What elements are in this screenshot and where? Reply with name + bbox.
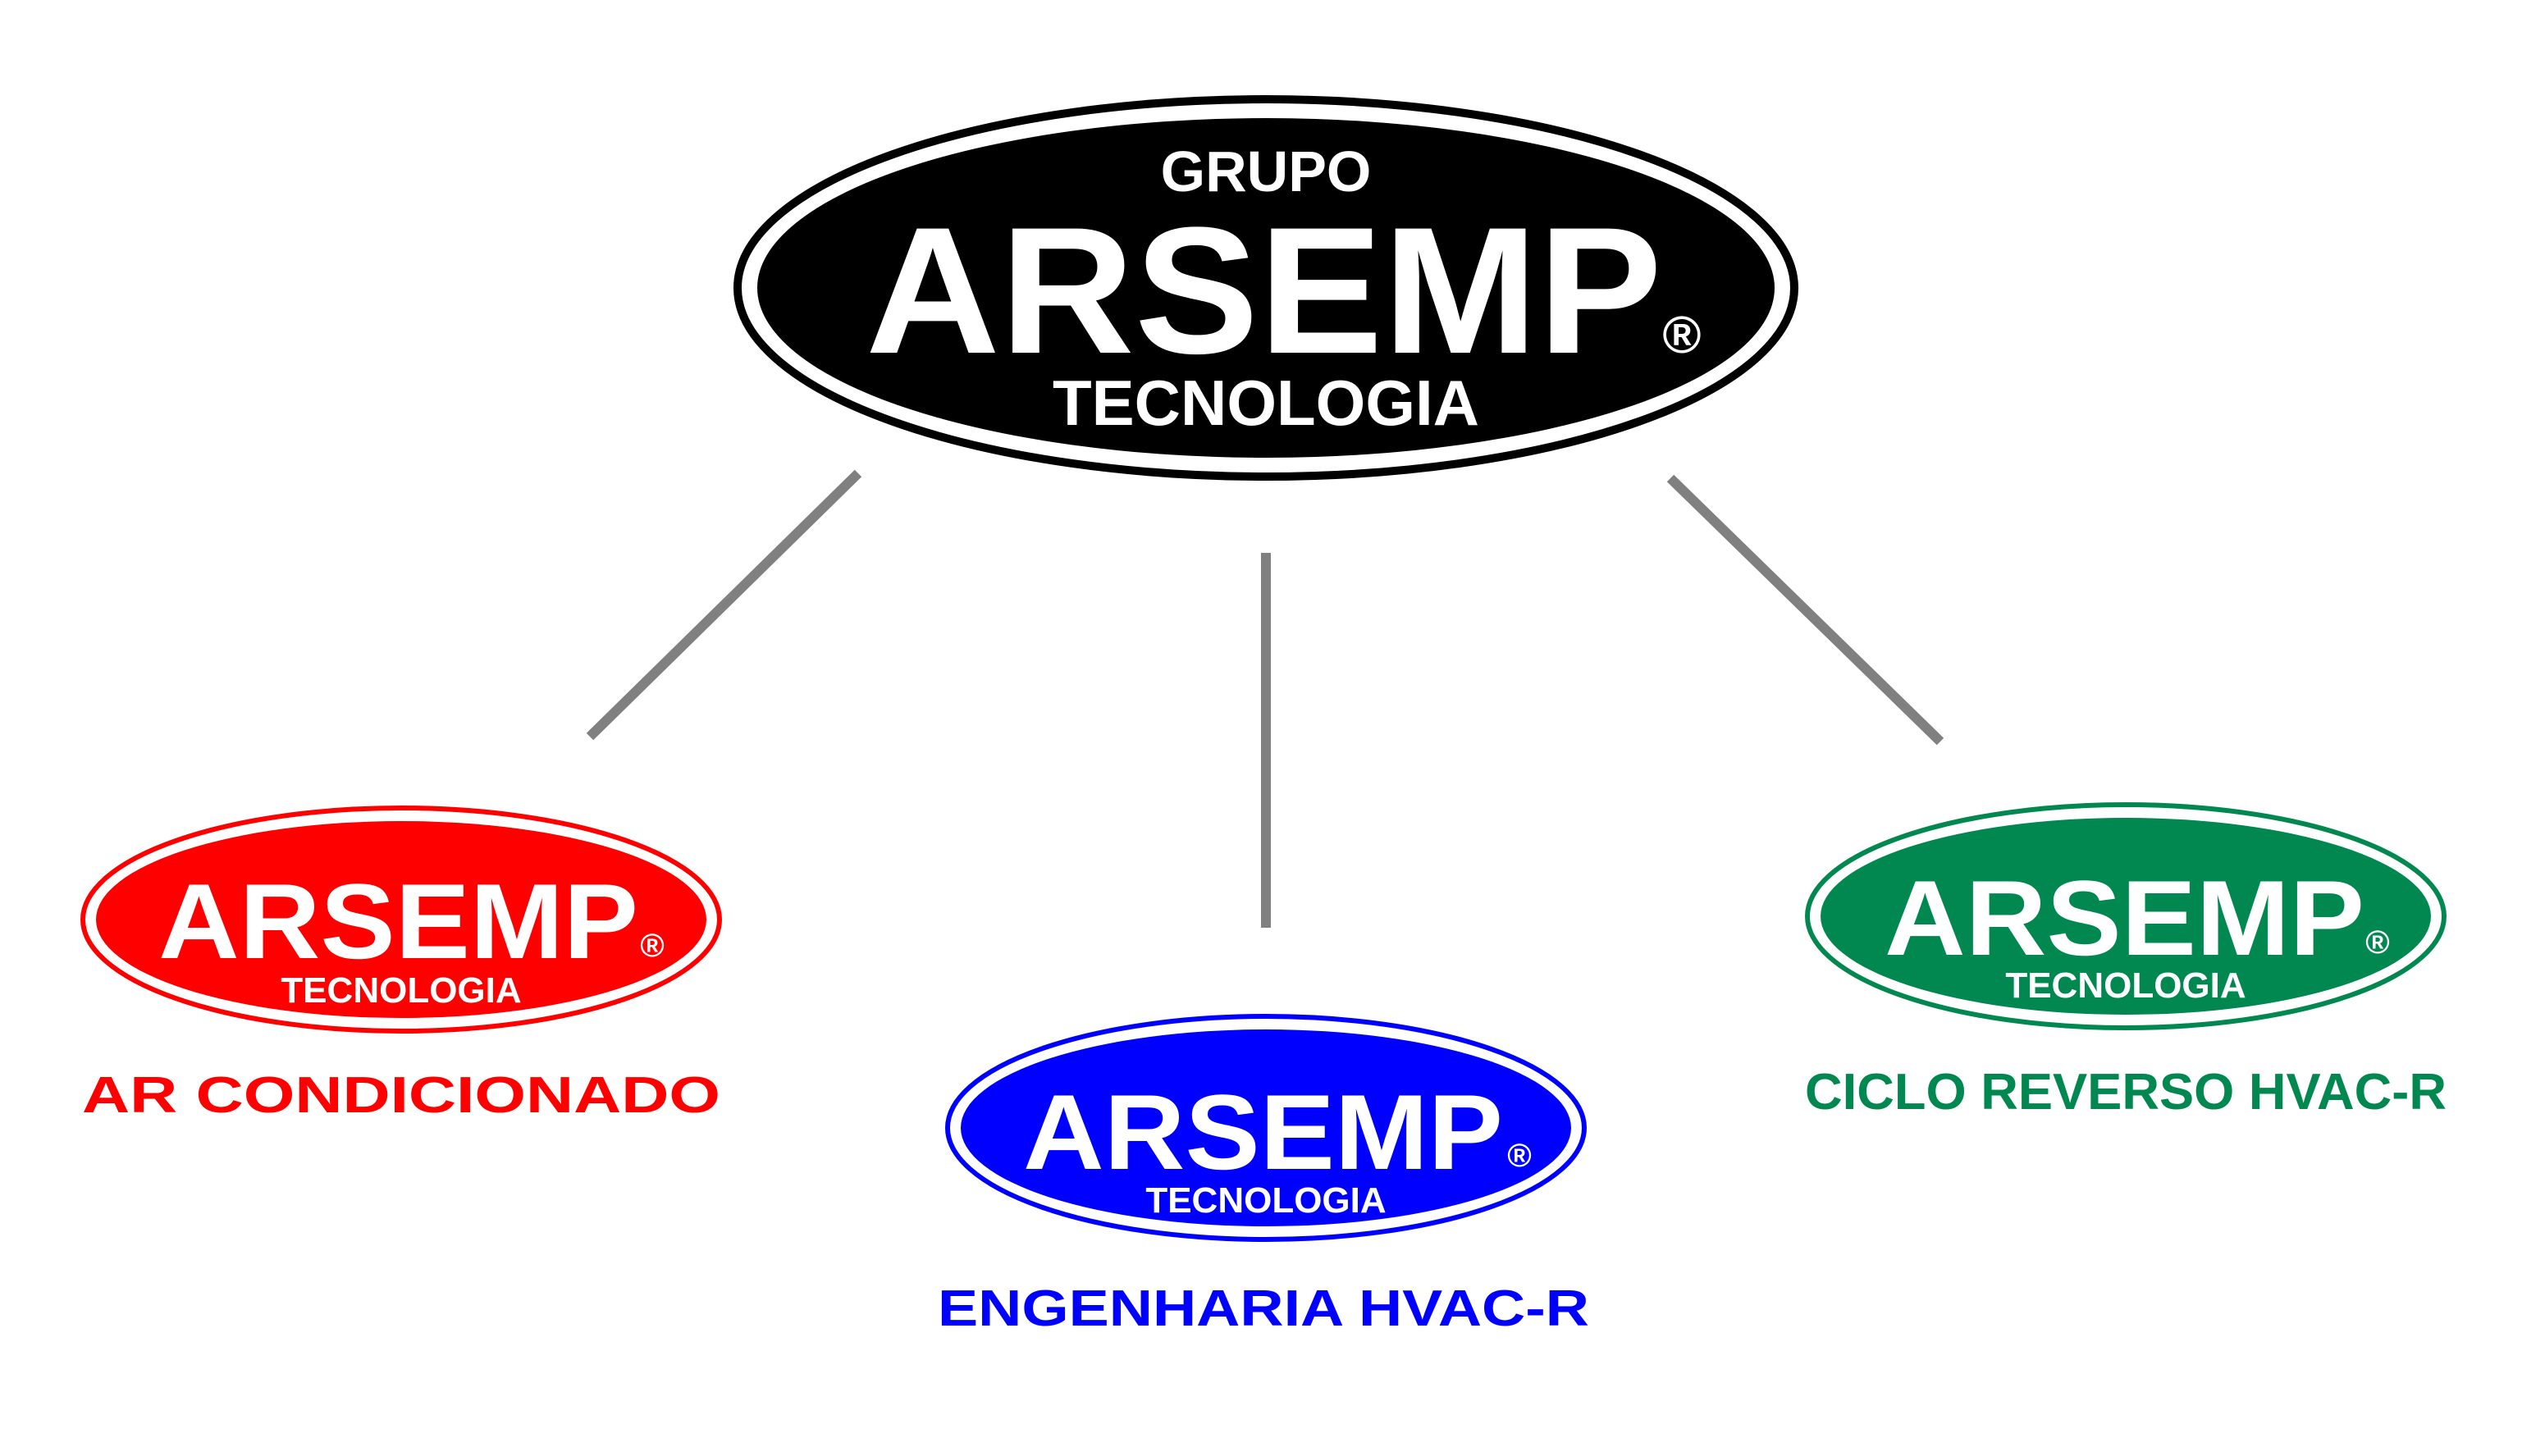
parent-brand: ARSEMP: [866, 189, 1662, 391]
division-registered-mark: ®: [640, 928, 664, 964]
division-label: CICLO REVERSO HVAC-R: [1805, 1064, 2447, 1121]
parent-top-text: GRUPO: [1161, 139, 1372, 203]
connector-left: [586, 469, 862, 741]
division-sub-text: TECNOLOGIA: [2005, 965, 2246, 1006]
parent-sub-text: TECNOLOGIA: [1053, 367, 1479, 439]
division-sub-text: TECNOLOGIA: [281, 970, 521, 1011]
division-ciclo-reverso-hvac-r: ARSEMP ® TECNOLOGIA CICLO REVERSO HVAC-R: [1805, 802, 2447, 1121]
division-registered-mark: ®: [2365, 924, 2389, 961]
division-label: AR CONDICIONADO: [82, 1067, 720, 1124]
division-registered-mark: ®: [1507, 1138, 1531, 1174]
division-brand: ARSEMP: [158, 861, 638, 981]
division-engenharia-hvac-r: ARSEMP ® TECNOLOGIA ENGENHARIA HVAC-R: [938, 1014, 1589, 1337]
parent-logo: GRUPO ARSEMP ® TECNOLOGIA: [733, 95, 1798, 481]
division-brand: ARSEMP: [1885, 858, 2364, 978]
division-label: ENGENHARIA HVAC-R: [938, 1280, 1589, 1337]
division-brand: ARSEMP: [1023, 1072, 1503, 1192]
parent-registered-mark: ®: [1662, 305, 1701, 364]
connector-right: [1666, 474, 1944, 746]
division-ar-condicionado: ARSEMP ® TECNOLOGIA AR CONDICIONADO: [80, 806, 722, 1124]
division-sub-text: TECNOLOGIA: [1145, 1180, 1386, 1221]
